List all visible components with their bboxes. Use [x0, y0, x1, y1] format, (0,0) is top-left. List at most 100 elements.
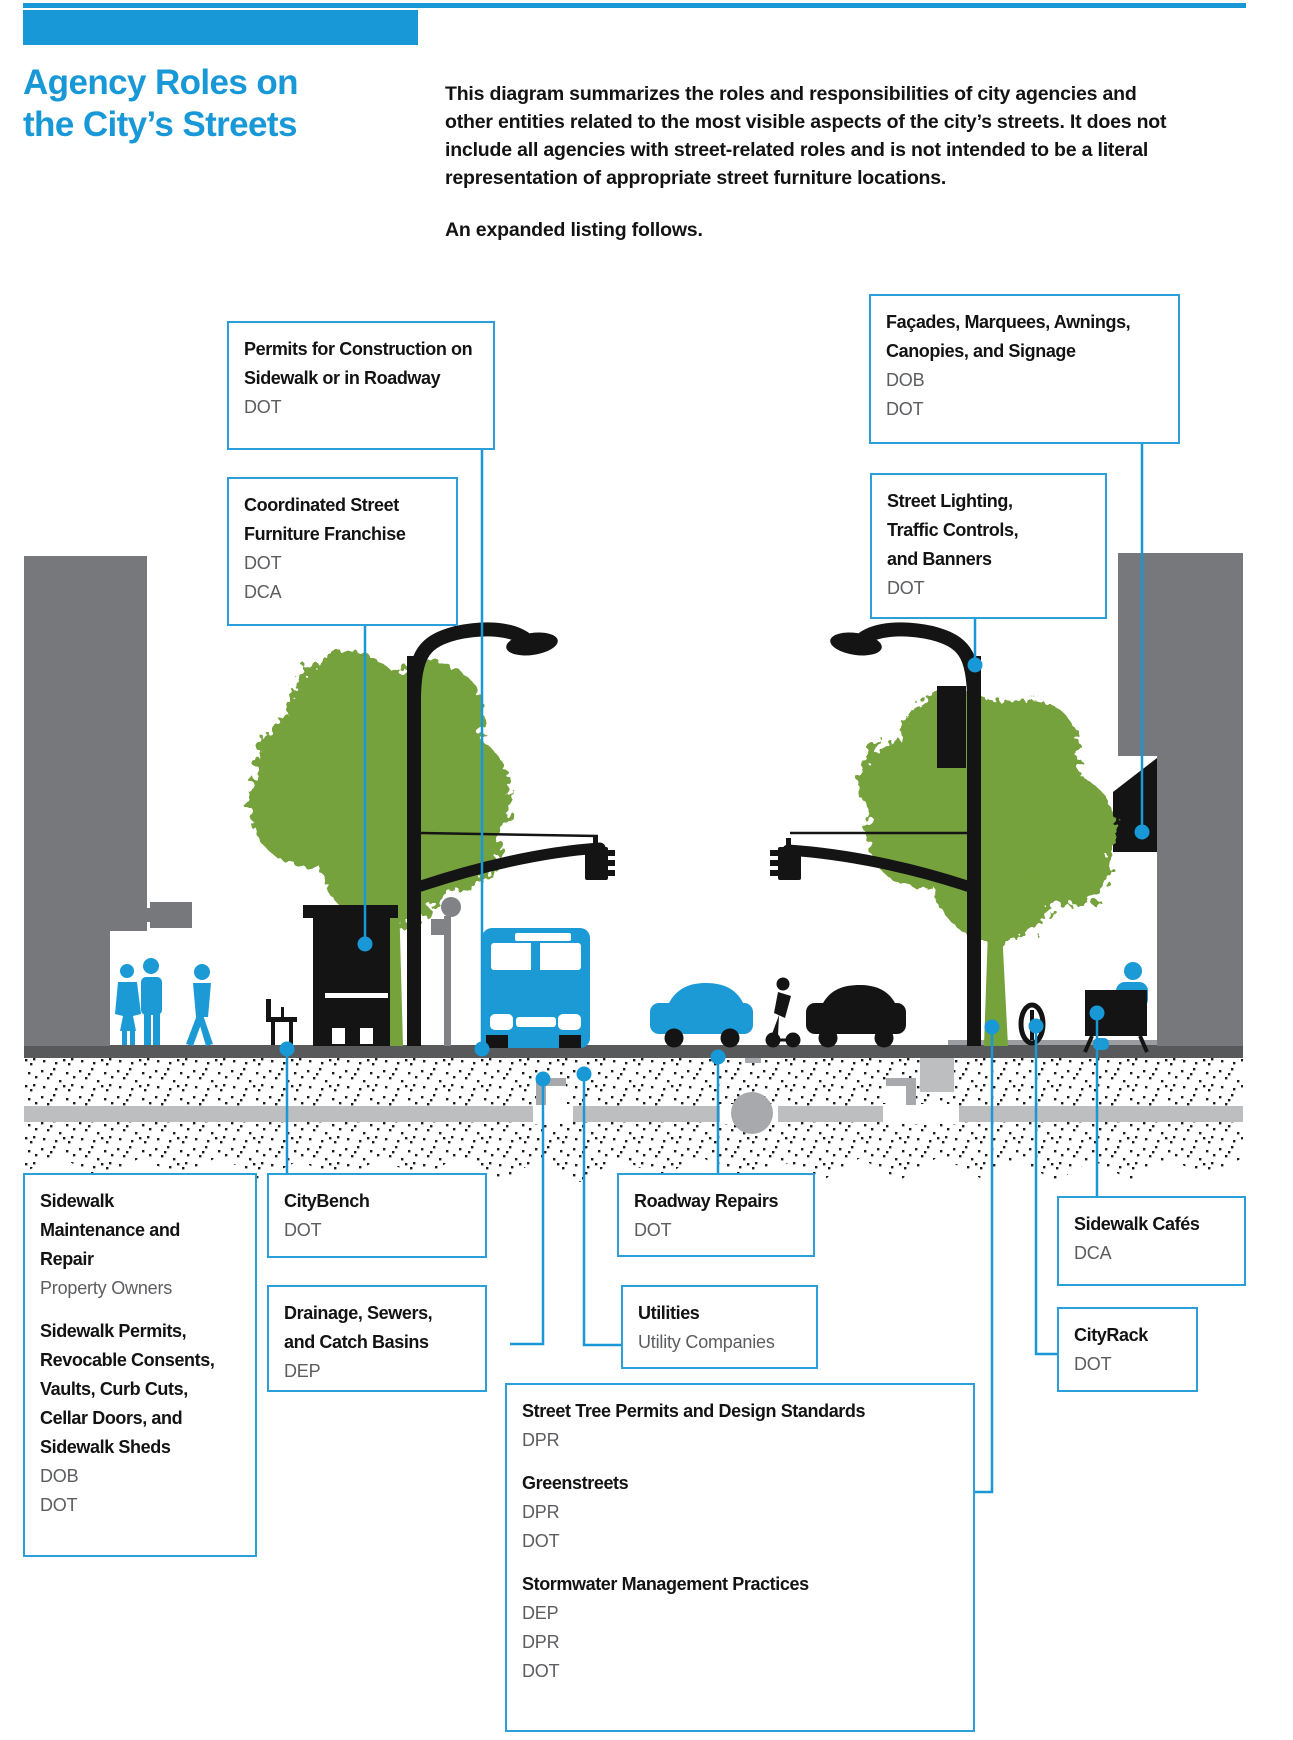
callout-title: Greenstreets	[522, 1473, 629, 1493]
callout-title: Roadway Repairs	[634, 1191, 779, 1211]
right-lamp-head	[830, 632, 882, 656]
pedestrian-couple	[115, 958, 162, 1045]
connector-drainage	[510, 1079, 545, 1346]
agency-label: DEP	[522, 1603, 559, 1623]
agency-label: DOT	[284, 1220, 322, 1240]
left-building-sign	[150, 902, 192, 928]
left-streetlight	[407, 622, 615, 1046]
callout-title: CityRack	[1074, 1325, 1148, 1345]
agency-label: DPR	[522, 1430, 560, 1450]
subsurface-stipple-band-1	[24, 1058, 1243, 1106]
callout-dots	[279, 657, 1150, 1087]
agency-label: DOB	[40, 1466, 79, 1486]
agency-label: DOT	[244, 553, 282, 573]
agency-label: Utility Companies	[638, 1332, 775, 1352]
callout-street-lighting: Street Lighting,Traffic Controls,and Ban…	[870, 473, 1107, 619]
walking-pedestrian	[186, 964, 213, 1046]
callout-title: Sidewalk Permits,Revocable Consents,Vaul…	[40, 1321, 215, 1457]
expanded-listing-note: An expanded listing follows.	[445, 219, 703, 241]
callout-title: Street Lighting,Traffic Controls,and Ban…	[887, 491, 1019, 569]
street-surface	[24, 1045, 1243, 1058]
right-tree-trunk	[984, 930, 1008, 1046]
top-rule	[23, 3, 1246, 8]
agency-label: DOB	[886, 370, 925, 390]
intro-paragraph: This diagram summarizes the roles and re…	[445, 83, 1167, 189]
right-mast-arm	[782, 844, 973, 892]
citybench-bench	[266, 999, 297, 1045]
left-traffic-signal	[585, 836, 615, 880]
callout-section: Façades, Marquees, Awnings,Canopies, and…	[886, 308, 1170, 424]
agency-label: DCA	[244, 582, 282, 602]
subsurface-stipple-band-2	[24, 1122, 1243, 1182]
underground-pipe-layer	[24, 1106, 1243, 1122]
building-blade-sign	[1113, 758, 1157, 852]
agency-label: DOT	[887, 578, 925, 598]
sidewalk-cafe	[1083, 962, 1149, 1053]
agency-label: DOT	[40, 1495, 78, 1515]
black-car	[806, 985, 906, 1048]
callout-facades-signage: Façades, Marquees, Awnings,Canopies, and…	[869, 294, 1180, 444]
bus	[482, 928, 590, 1048]
blue-car	[650, 983, 753, 1048]
left-signal-wire	[420, 831, 599, 838]
title-accent-bar	[23, 10, 418, 45]
callout-title: Sidewalk Cafés	[1074, 1214, 1200, 1234]
right-streetlight	[770, 622, 981, 1046]
callout-section: Street Lighting,Traffic Controls,and Ban…	[887, 487, 1097, 603]
callout-section: Street Tree Permits and Design Standards…	[522, 1397, 965, 1455]
callout-title: Stormwater Management Practices	[522, 1574, 809, 1594]
seated-person	[1124, 962, 1142, 980]
agency-label: DOT	[1074, 1354, 1112, 1374]
cyclist	[765, 977, 801, 1048]
callout-title: Utilities	[638, 1303, 700, 1323]
agency-label: DOT	[634, 1220, 672, 1240]
agency-label: Property Owners	[40, 1278, 173, 1298]
agency-label: DOT	[886, 399, 924, 419]
callout-section: Sidewalk Permits,Revocable Consents,Vaul…	[40, 1317, 247, 1520]
right-tree-canopy	[859, 690, 1116, 941]
agency-label: DCA	[1074, 1243, 1112, 1263]
callout-title: Street Tree Permits and Design Standards	[522, 1401, 866, 1421]
catch-basin-right	[886, 1058, 954, 1105]
agency-label: DOT	[244, 397, 282, 417]
left-tree-canopy	[249, 652, 511, 926]
callout-title: Façades, Marquees, Awnings,Canopies, and…	[886, 312, 1131, 361]
left-mast-arm	[415, 842, 606, 892]
ground	[24, 1040, 1243, 1182]
callout-street-trees-stormwater: Street Tree Permits and Design Standards…	[505, 1383, 975, 1732]
callout-title: Drainage, Sewers,and Catch Basins	[284, 1303, 433, 1352]
bus-stop-sign	[431, 897, 461, 1046]
agency-label: DOT	[522, 1531, 560, 1551]
pipe-gap-left	[533, 1104, 573, 1124]
bus-shelter	[303, 905, 398, 1046]
agency-label: DPR	[522, 1502, 560, 1522]
right-building	[1118, 553, 1243, 1046]
agency-label: DEP	[284, 1361, 321, 1381]
agency-label: DPR	[522, 1632, 560, 1652]
